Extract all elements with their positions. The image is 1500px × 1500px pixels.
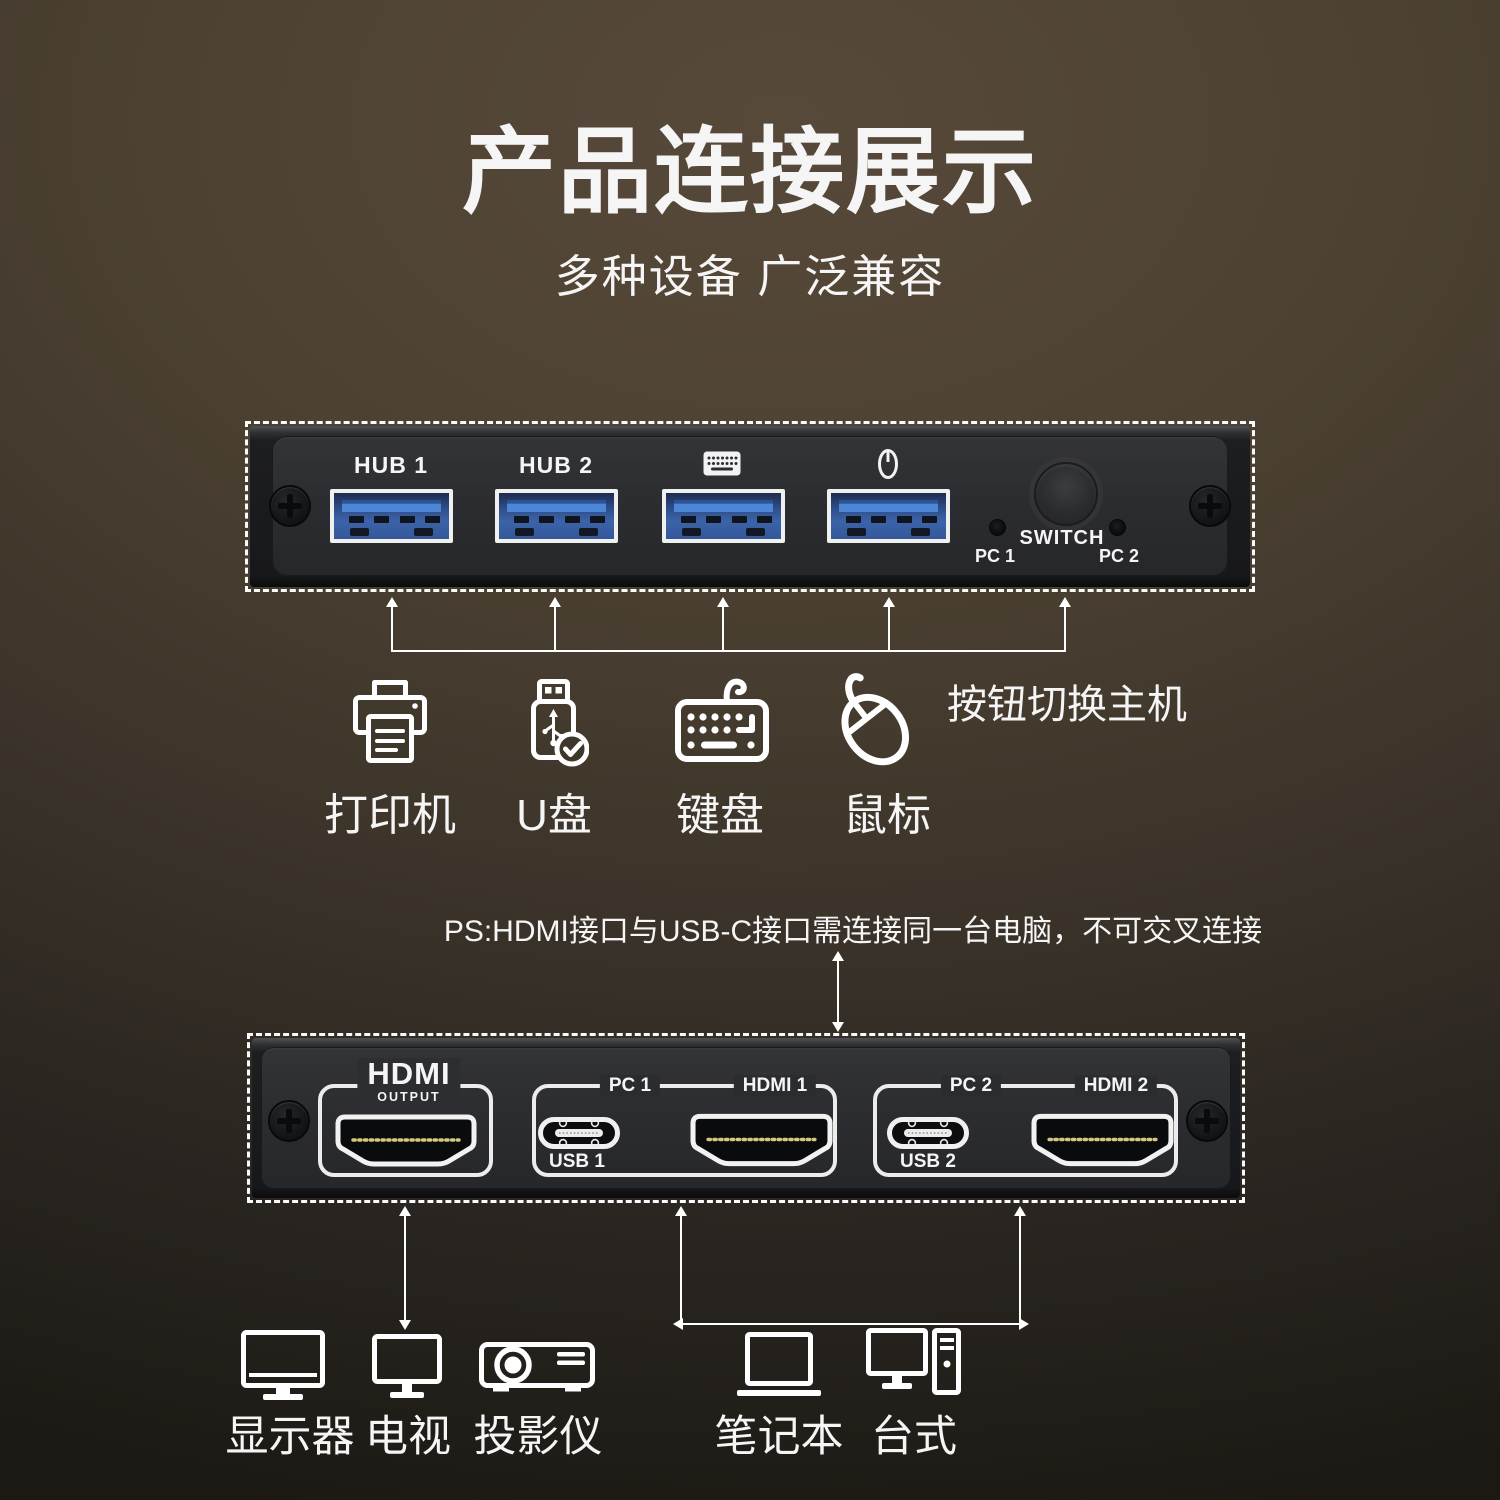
hdmi2-port [1031, 1113, 1174, 1167]
pc1-led-label: PC 1 [974, 546, 1016, 566]
usb-port-hub1 [330, 489, 453, 543]
hdmi-output-title: HDMI [367, 1056, 451, 1091]
hdmi-panel-outline: HDMI OUTPUT PC 1 HDMI 1 USB 1 [247, 1033, 1245, 1203]
pc1-led [989, 519, 1006, 536]
switch-note: 按钮切换主机 [947, 683, 1187, 727]
usb-panel-outline: HUB 1 HUB 2 [245, 421, 1255, 592]
pc1-group: PC 1 HDMI 1 USB 1 [532, 1075, 837, 1177]
monitor-label: 显示器 [225, 1413, 355, 1461]
screw-icon [1186, 1100, 1228, 1142]
switch-label: SWITCH [1019, 527, 1105, 549]
monitor-icon [241, 1330, 325, 1400]
laptop-label: 笔记本 [714, 1413, 844, 1461]
mouse-glyph [878, 449, 898, 479]
hdmi-panel: HDMI OUTPUT PC 1 HDMI 1 USB 1 [252, 1038, 1240, 1198]
usb-port-hub2 [495, 489, 618, 543]
pc2-group: PC 2 HDMI 2 USB 2 [873, 1075, 1178, 1177]
hdmi1-label: HDMI 1 [733, 1075, 817, 1097]
usb-c-port-1 [538, 1117, 620, 1149]
hdmi-output-port [335, 1114, 477, 1167]
pc2-led-label: PC 2 [1098, 546, 1140, 566]
usb1-label: USB 1 [549, 1151, 605, 1172]
page-subtitle: 多种设备 广泛兼容 [554, 251, 946, 302]
desktop-icon [866, 1328, 961, 1395]
projector-label: 投影仪 [473, 1413, 603, 1461]
usb2-label: USB 2 [900, 1151, 956, 1172]
printer-label: 打印机 [324, 791, 456, 840]
printer-icon [353, 680, 427, 763]
pc2-label: PC 2 [940, 1075, 1002, 1097]
hdmi-output-group: HDMI OUTPUT [318, 1058, 493, 1177]
keyboard-glyph [703, 451, 741, 476]
screw-icon [1189, 485, 1231, 527]
hub2-port-label: HUB 2 [518, 452, 594, 478]
hdmi-output-label: HDMI OUTPUT [357, 1056, 461, 1104]
laptop-icon [737, 1332, 821, 1396]
switch-button [1034, 462, 1098, 526]
page-title: 产品连接展示 [461, 119, 1039, 224]
pc2-led [1109, 519, 1126, 536]
hdmi2-label: HDMI 2 [1074, 1075, 1158, 1097]
usb-port-mouse [827, 489, 950, 543]
screw-icon [269, 485, 311, 527]
mouse-icon [841, 673, 910, 766]
usb-c-port-2 [887, 1117, 969, 1149]
hdmi1-port [690, 1113, 833, 1167]
pc1-label: PC 1 [599, 1075, 661, 1097]
keyboard-label: 键盘 [676, 791, 764, 840]
usb-drive-icon [531, 679, 589, 767]
tv-icon [372, 1334, 442, 1398]
usb-drive-label: U盘 [516, 791, 592, 840]
screw-icon [268, 1100, 310, 1142]
projector-icon [479, 1342, 595, 1392]
mouse-label: 鼠标 [843, 791, 931, 840]
hub1-port-label: HUB 1 [353, 452, 429, 478]
ps-note: PS:HDMI接口与USB-C接口需连接同一台电脑，不可交叉连接 [443, 915, 1263, 948]
usb-port-keyboard [662, 489, 785, 543]
usb-panel: HUB 1 HUB 2 [250, 426, 1250, 587]
keyboard-icon [675, 678, 769, 762]
hdmi-output-subtitle: OUTPUT [377, 1090, 441, 1104]
desktop-label: 台式 [871, 1413, 957, 1461]
tv-label: 电视 [365, 1413, 451, 1461]
